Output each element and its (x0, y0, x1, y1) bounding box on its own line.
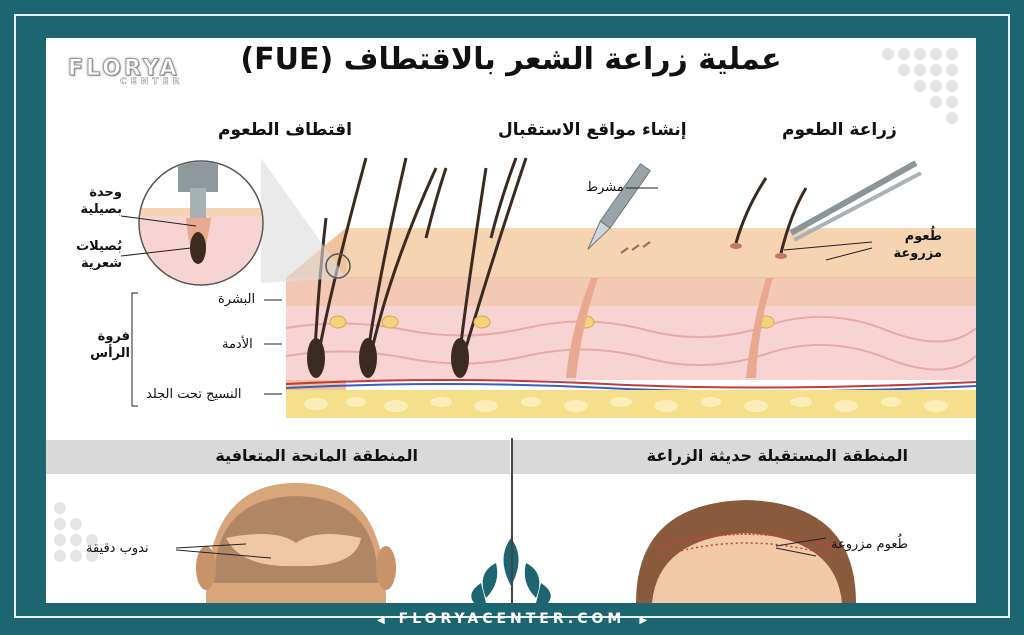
label-subcutaneous: النسيج تحت الجلد (146, 387, 242, 402)
triangle-right-icon: ▶ (639, 615, 648, 626)
footer: ◀ FLORYACENTER.COM ▶ (0, 611, 1024, 627)
donor-head (196, 483, 396, 603)
skin-surface (286, 228, 976, 278)
logo-sub: CENTER (120, 77, 184, 88)
page-title: عملية زراعة الشعر بالاقتطاف (FUE) (240, 42, 782, 77)
brand-logo: FLORYA CENTER (68, 56, 184, 88)
label-scalpel: مشرط (586, 180, 624, 195)
decor-dots (882, 48, 958, 124)
infographic-panel: عملية زراعة الشعر بالاقتطاف (FUE) FLORYA… (46, 38, 976, 603)
section-band-recipient: المنطقة المستقبلة حديثة الزراعة (513, 440, 976, 474)
scalpel (587, 163, 651, 250)
frame-border (14, 14, 1010, 618)
step-harvest: اقتطاف الطعوم (218, 120, 352, 140)
step-implant: زراعة الطعوم (782, 120, 897, 140)
implanted-grafts (730, 177, 808, 259)
footer-url[interactable]: FLORYACENTER.COM (398, 611, 626, 627)
blood-vessel (285, 379, 976, 389)
label-follicular-unit: وحدة بصيلية (80, 185, 123, 217)
label-epidermis: البشرة (218, 292, 256, 307)
forceps (789, 160, 922, 242)
triangle-left-icon: ◀ (376, 615, 385, 626)
logo-name: FLORYA (68, 56, 180, 82)
section-divider (511, 438, 513, 603)
graft-channels (566, 278, 773, 378)
label-scalp: فروة الرأس (90, 329, 130, 361)
recipient-head (636, 500, 856, 603)
label-implanted-grafts-2: طُعوم مزروعة (831, 537, 908, 552)
label-tiny-scars: ندوب دقيقة (86, 541, 149, 556)
epidermis-layer (286, 278, 976, 306)
hair-follicles-donor (307, 157, 528, 378)
section-title-donor: المنطقة المانحة المتعافية (215, 446, 418, 465)
label-implanted-grafts: طُعوم مزروعة (893, 229, 942, 261)
illustration (54, 48, 976, 603)
dermis-layer (286, 306, 976, 380)
label-dermis: الأدمة (222, 337, 253, 352)
magnifier (138, 158, 351, 286)
label-follicles: بُصيلات شعرية (76, 239, 122, 271)
section-title-recipient: المنطقة المستقبلة حديثة الزراعة (646, 446, 908, 465)
section-band-donor: المنطقة المانحة المتعافية (46, 440, 510, 474)
step-sites: إنشاء مواقع الاستقبال (498, 120, 687, 140)
